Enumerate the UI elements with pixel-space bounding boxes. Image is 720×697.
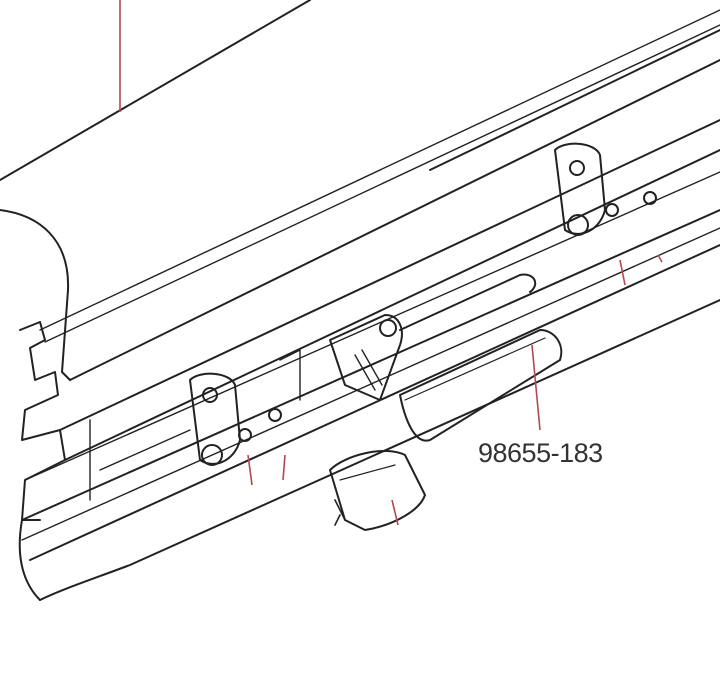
rail-detail — [89, 349, 301, 501]
rail-line — [29, 244, 720, 561]
rail-line — [64, 149, 720, 461]
rail-line — [39, 9, 720, 331]
leader-line — [531, 344, 541, 431]
bracket-left — [189, 372, 282, 466]
rail-profile — [19, 321, 66, 521]
center-hinge — [329, 273, 537, 401]
rail-line — [24, 171, 720, 481]
rail-lip — [18, 519, 41, 601]
rail-line — [59, 119, 720, 431]
bracket-right — [554, 142, 657, 236]
awning-roll-bottom-edge — [69, 59, 720, 381]
awning-roll-end — [0, 209, 71, 381]
cover-part — [399, 329, 563, 442]
leader-line — [391, 499, 399, 526]
awning-roll-top-edge — [0, 0, 311, 181]
end-cap-part — [329, 449, 426, 531]
leader-line — [619, 254, 663, 286]
part-number-label: 98655-183 — [478, 438, 603, 468]
rail-bottom-edge — [39, 299, 720, 601]
awning-roll-highlight — [429, 29, 720, 171]
leader-line — [247, 454, 286, 486]
rail-line — [44, 24, 720, 343]
